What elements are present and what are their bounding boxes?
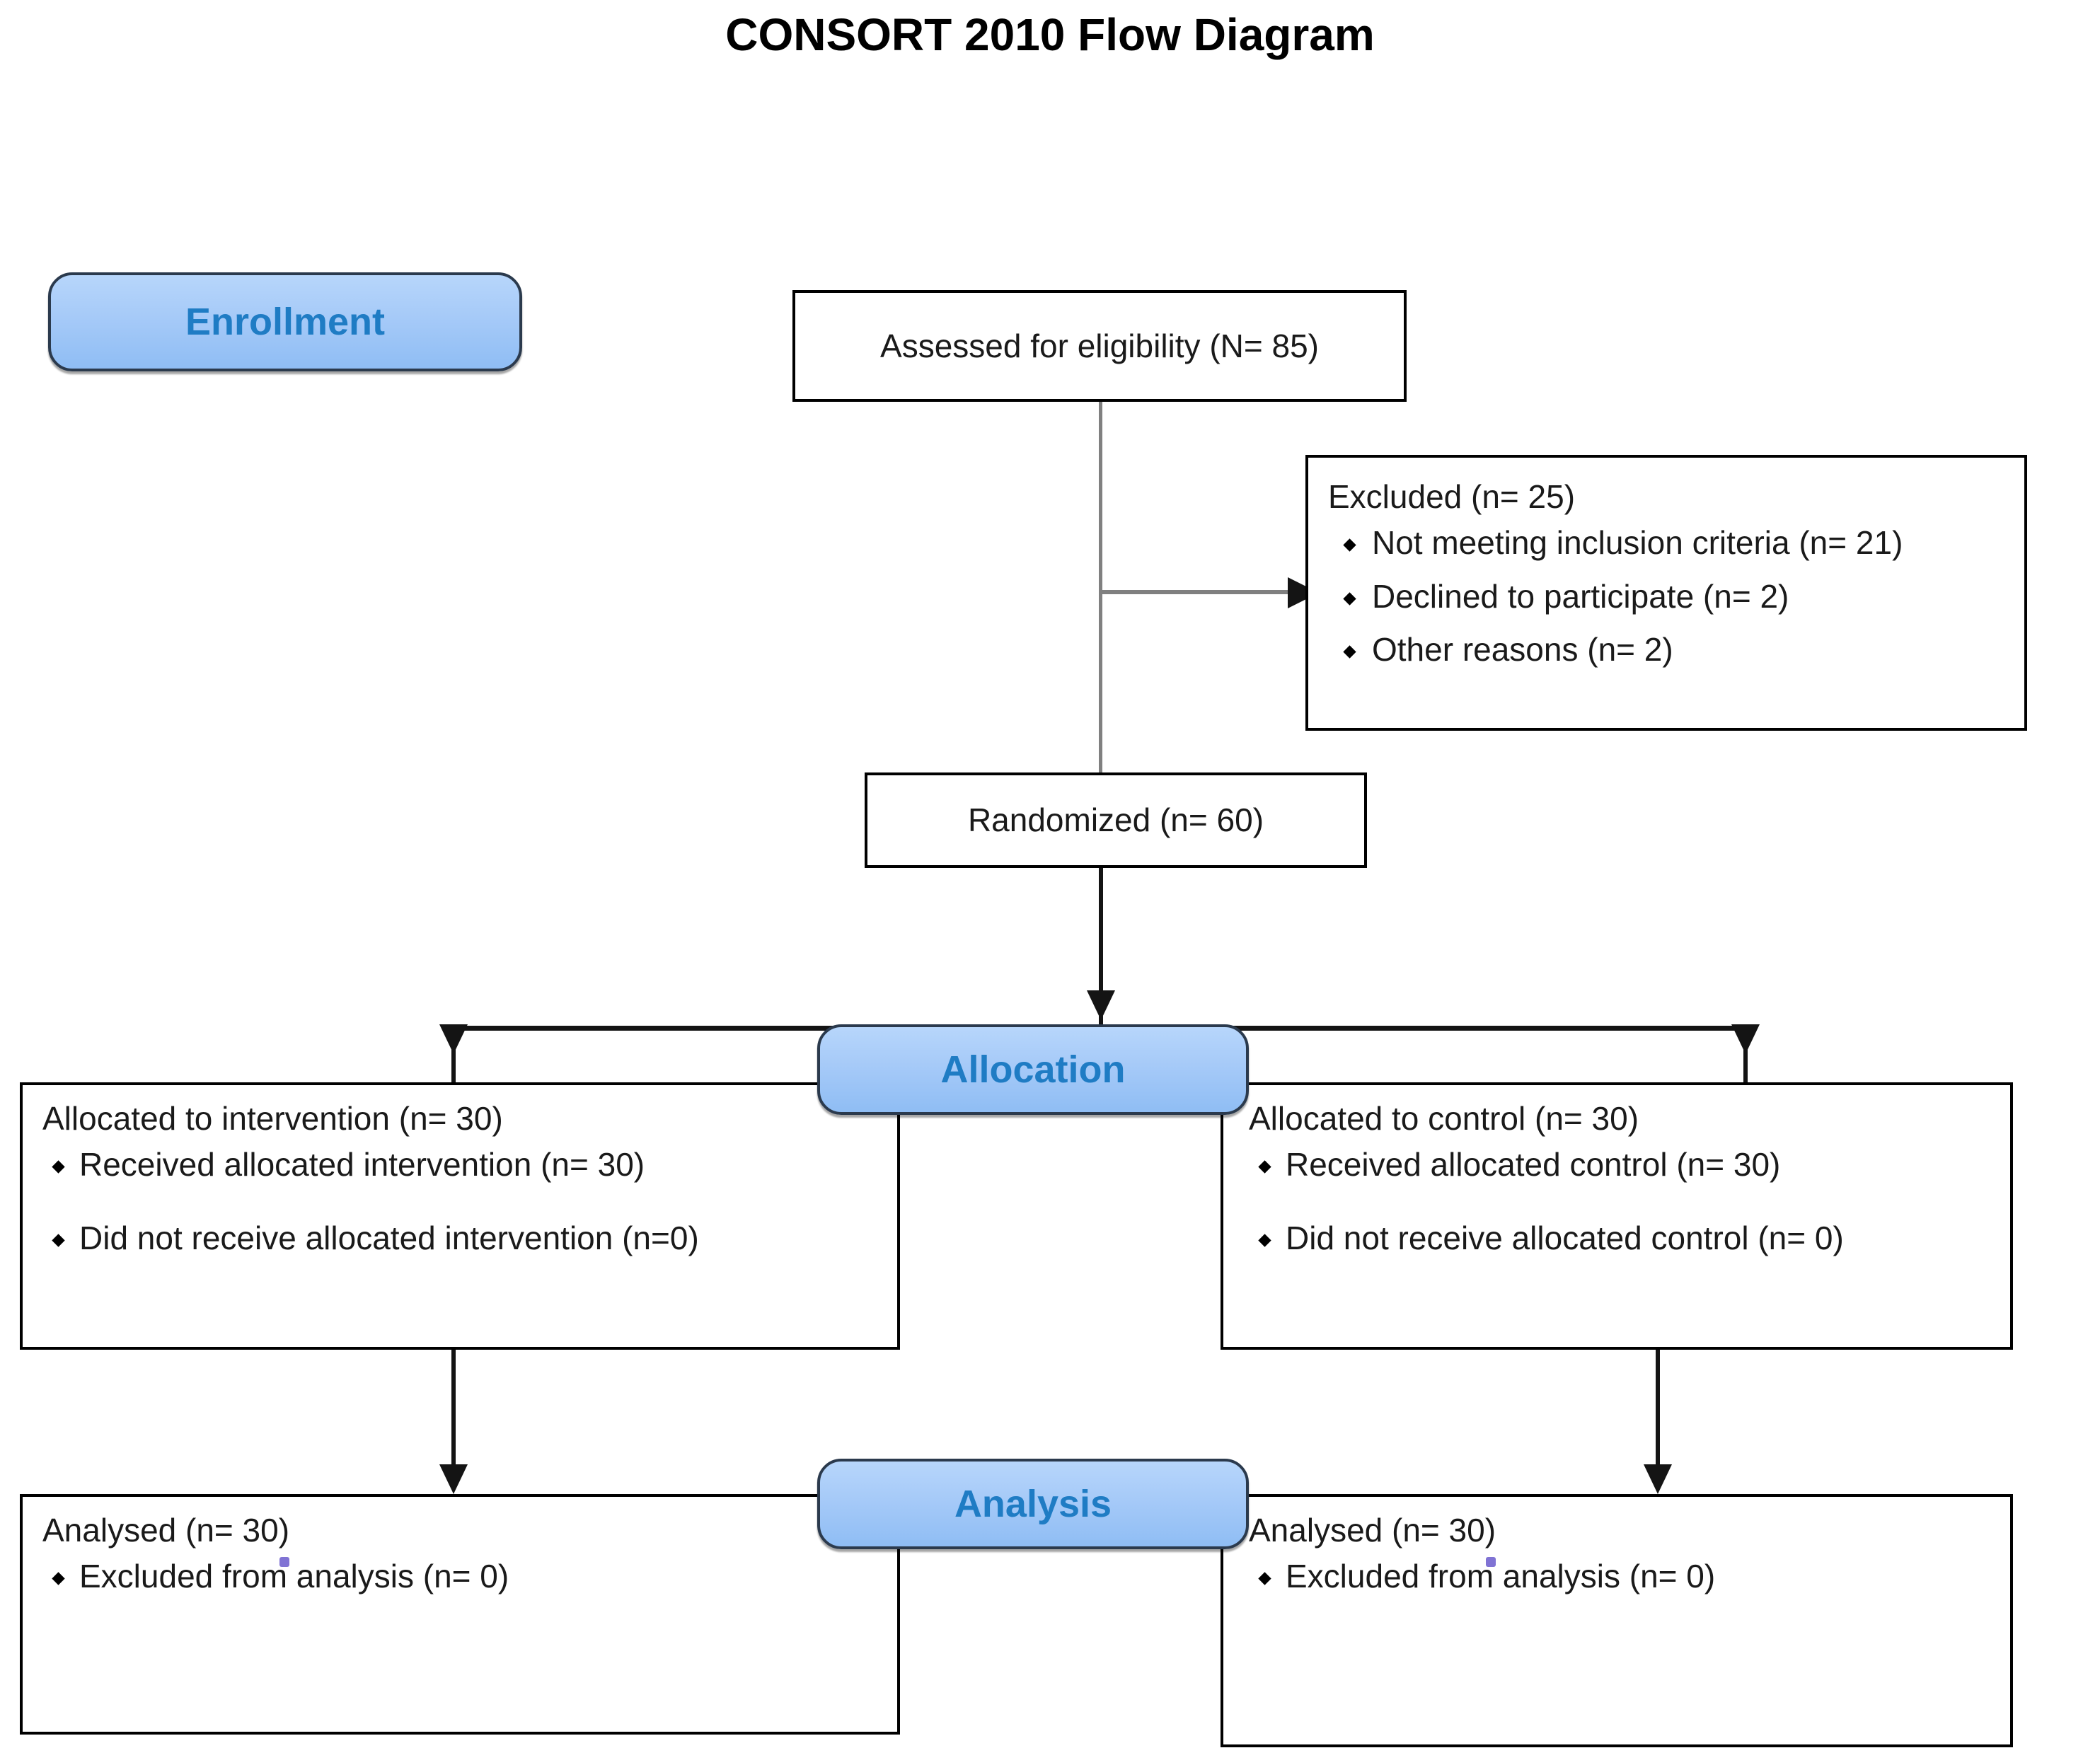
assessed-for-eligibility-text: Assessed for eligibility (N= 85) <box>880 327 1319 364</box>
arrow-analysis-left <box>439 1464 468 1494</box>
node-allocated-intervention: Allocated to intervention (n= 30) Receiv… <box>20 1082 900 1350</box>
list-item: Excluded from analysis (n= 0) <box>1249 1556 1995 1598</box>
list-item: Declined to participate (n= 2) <box>1328 576 2009 618</box>
connector-to-excluded <box>1099 590 1311 594</box>
allocated-intervention-list: Received allocated intervention (n= 30) … <box>42 1144 882 1260</box>
allocated-control-heading: Allocated to control (n= 30) <box>1249 1100 1639 1137</box>
connector-eligibility-trunk <box>1099 400 1102 775</box>
stage-badge-allocation-label: Allocation <box>940 1048 1126 1091</box>
connector-alloc-to-analysis-right <box>1656 1348 1660 1489</box>
analysed-intervention-heading: Analysed (n= 30) <box>42 1512 290 1567</box>
list-item: Received allocated control (n= 30) <box>1249 1144 1995 1186</box>
excluded-reason-list: Not meeting inclusion criteria (n= 21) D… <box>1328 522 2009 671</box>
node-randomized: Randomized (n= 60) <box>865 772 1367 868</box>
list-item: Other reasons (n= 2) <box>1328 629 2009 671</box>
arrow-analysis-right <box>1644 1464 1672 1494</box>
stage-badge-allocation: Allocation <box>817 1024 1249 1115</box>
list-item: Did not receive allocated control (n= 0) <box>1249 1217 1995 1260</box>
arrow-alloc-left <box>439 1024 468 1054</box>
analysed-control-list: Excluded from analysis (n= 0) <box>1249 1556 1995 1598</box>
analysed-intervention-list: Excluded from analysis (n= 0) <box>42 1556 882 1598</box>
node-analysed-control: Analysed (n= 30) Excluded from analysis … <box>1221 1494 2013 1747</box>
list-item: Excluded from analysis (n= 0) <box>42 1556 882 1598</box>
node-analysed-intervention: Analysed (n= 30) Excluded from analysis … <box>20 1494 900 1735</box>
stage-badge-enrollment: Enrollment <box>48 272 522 371</box>
arrow-randomized-down <box>1087 990 1115 1020</box>
connector-randomized-down <box>1099 867 1103 1029</box>
node-allocated-control: Allocated to control (n= 30) Received al… <box>1221 1082 2013 1350</box>
node-assessed-for-eligibility: Assessed for eligibility (N= 85) <box>792 290 1407 402</box>
list-item: Did not receive allocated intervention (… <box>42 1217 882 1260</box>
randomized-text: Randomized (n= 60) <box>967 801 1264 839</box>
allocated-control-list: Received allocated control (n= 30) Did n… <box>1249 1144 1995 1260</box>
connector-alloc-to-analysis-left <box>451 1348 456 1489</box>
stage-badge-analysis: Analysis <box>817 1459 1249 1549</box>
page-title: CONSORT 2010 Flow Diagram <box>725 9 1375 60</box>
analysed-control-heading: Analysed (n= 30) <box>1249 1512 1496 1567</box>
allocated-intervention-heading: Allocated to intervention (n= 30) <box>42 1100 503 1137</box>
stage-badge-enrollment-label: Enrollment <box>185 301 386 343</box>
list-item: Not meeting inclusion criteria (n= 21) <box>1328 522 2009 565</box>
stage-badge-analysis-label: Analysis <box>954 1483 1112 1525</box>
connector-split-left-drop <box>451 1026 456 1086</box>
connector-split-right-drop <box>1743 1026 1748 1086</box>
list-item: Received allocated intervention (n= 30) <box>42 1144 882 1186</box>
node-excluded: Excluded (n= 25) Not meeting inclusion c… <box>1305 455 2027 731</box>
excluded-heading: Excluded (n= 25) <box>1328 478 1576 515</box>
arrow-alloc-right <box>1731 1024 1760 1054</box>
